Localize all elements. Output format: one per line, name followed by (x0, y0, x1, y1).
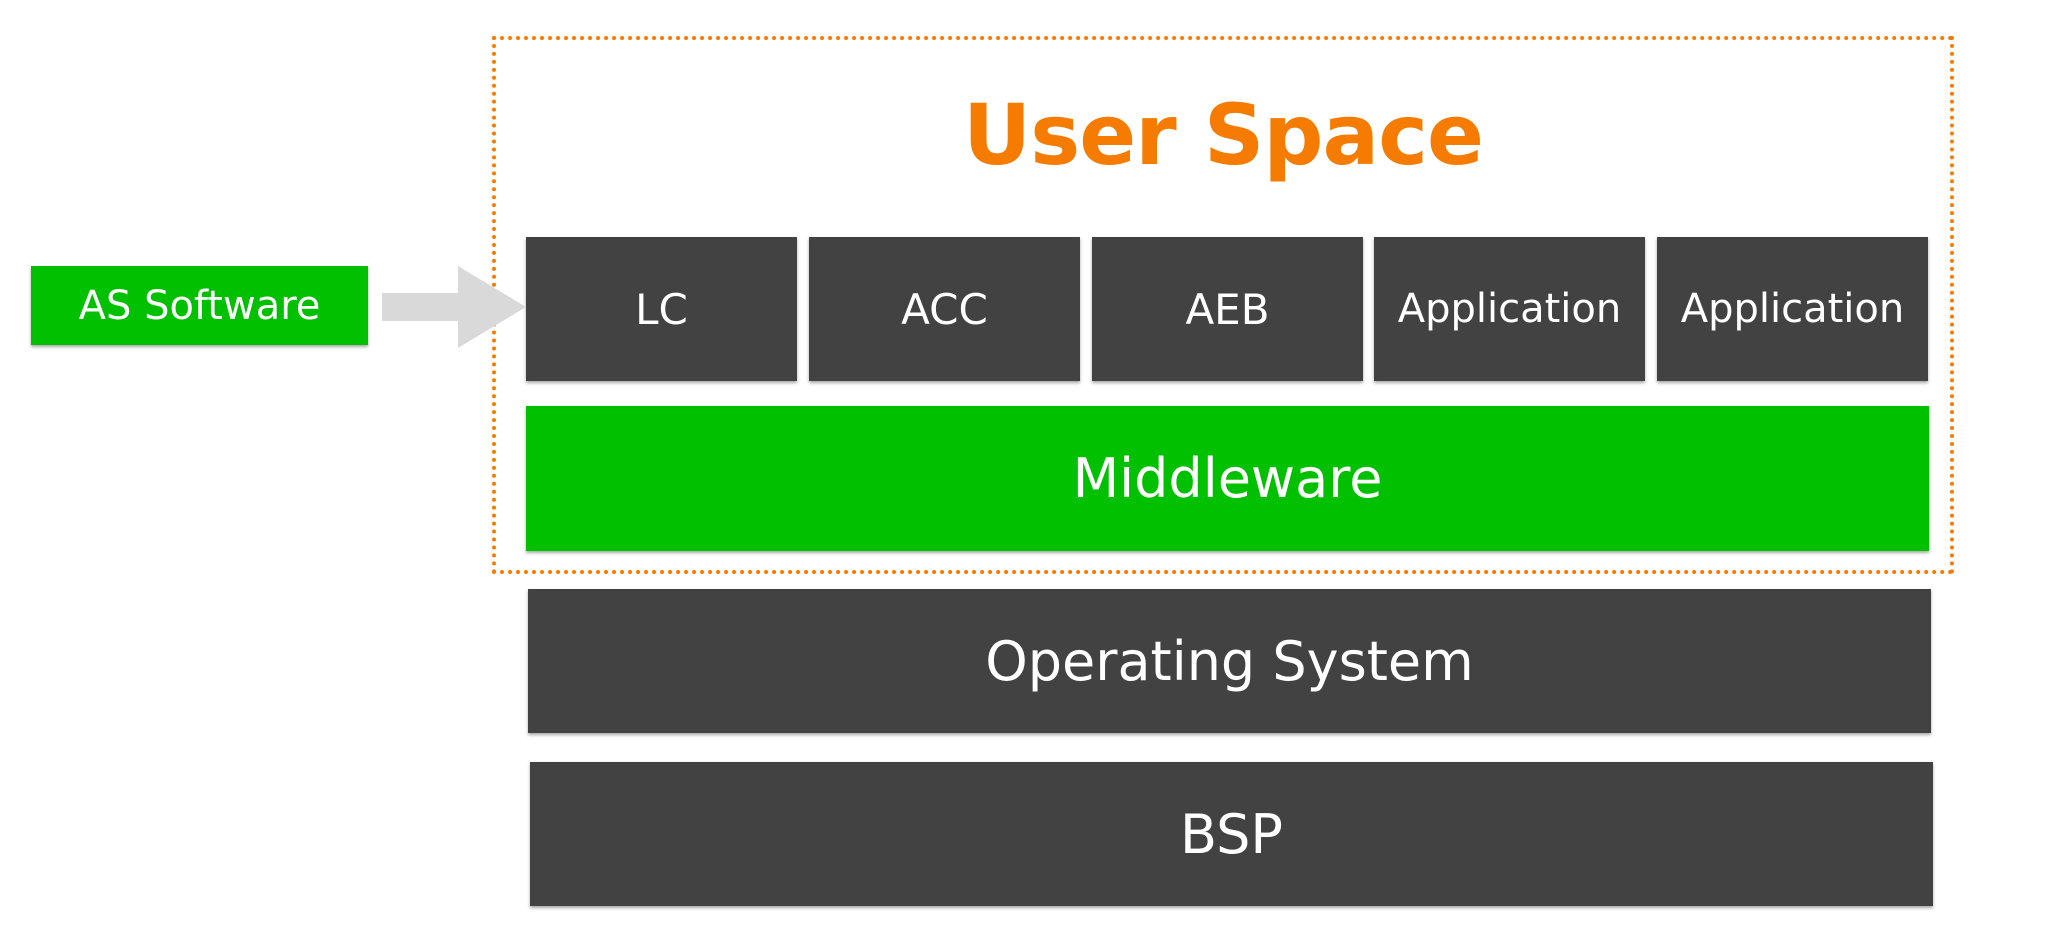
bsp-layer: BSP (530, 762, 1933, 906)
application-box-generic-2: Application (1657, 237, 1928, 381)
arrow-shape (382, 266, 526, 348)
as-software-box: AS Software (31, 266, 368, 345)
input-arrow-icon (382, 266, 526, 348)
operating-system-layer: Operating System (528, 589, 1931, 733)
application-box-aeb: AEB (1092, 237, 1363, 381)
application-box-lc: LC (526, 237, 797, 381)
middleware-layer: Middleware (526, 406, 1929, 551)
application-box-acc: ACC (809, 237, 1080, 381)
application-box-generic-1: Application (1374, 237, 1645, 381)
user-space-title: User Space (963, 86, 1484, 184)
